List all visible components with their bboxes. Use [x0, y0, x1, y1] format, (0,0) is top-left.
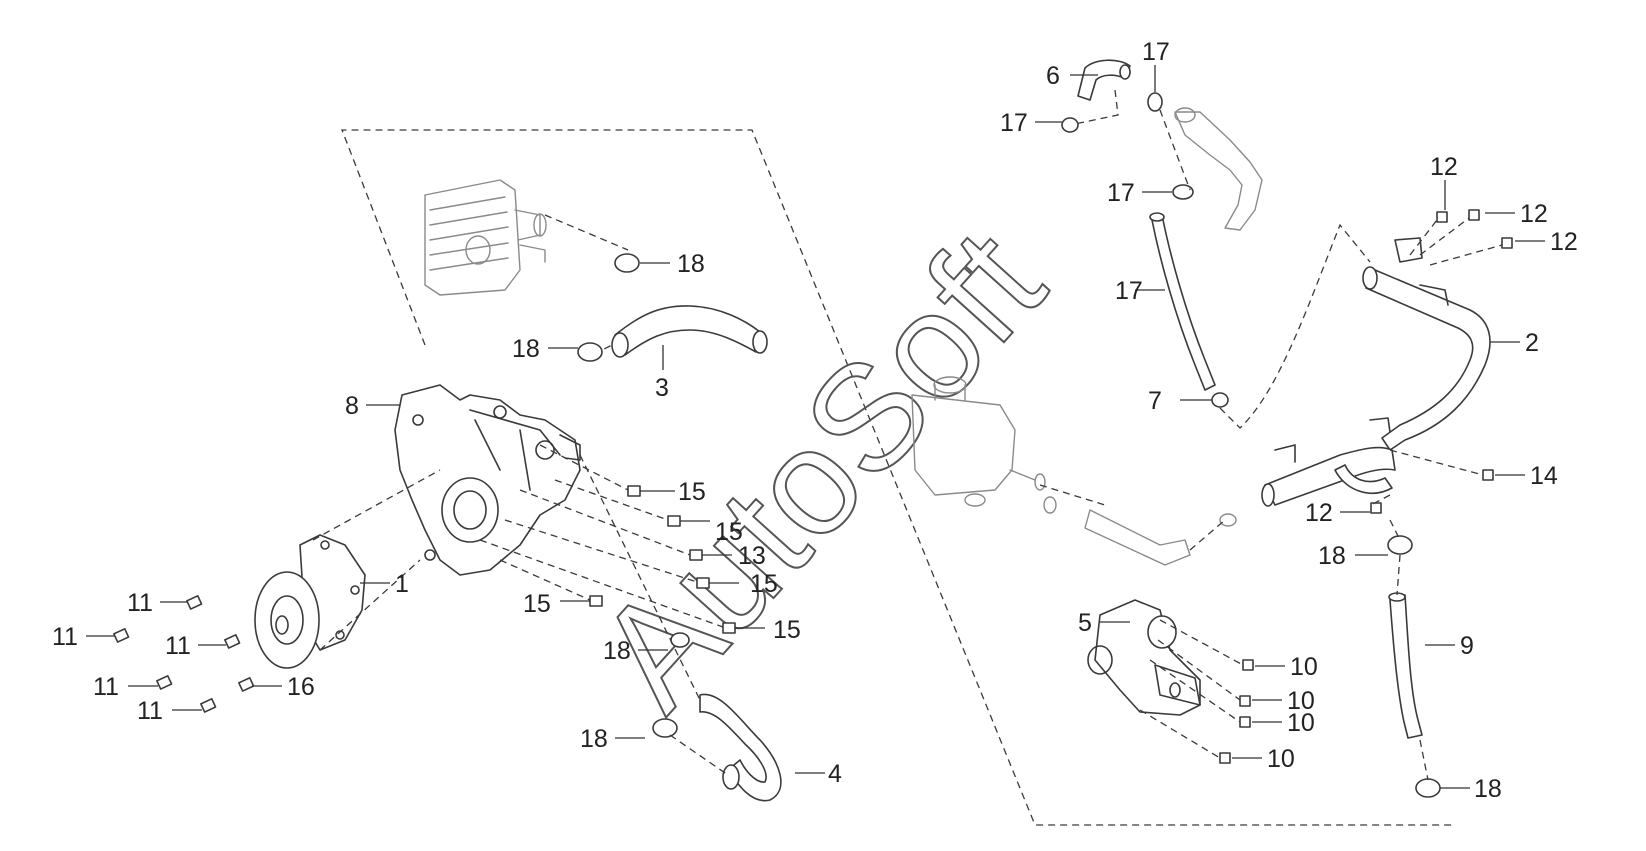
callout-18f: 18 [1474, 775, 1502, 803]
callout-12a: 12 [1430, 153, 1458, 181]
callout-12d: 12 [1305, 499, 1333, 527]
svg-text:AutoSoft: AutoSoft [565, 199, 1075, 739]
callout-18e: 18 [1318, 542, 1346, 570]
hose-4 [699, 693, 782, 802]
water-pump [254, 534, 366, 669]
callout-8: 8 [345, 392, 359, 420]
callout-15a: 15 [678, 478, 706, 506]
callout-15c: 15 [750, 570, 778, 598]
callout-11b: 11 [52, 623, 78, 651]
callouts: 8 1 3 4 18 18 18 18 18 18 15 15 15 15 15… [52, 38, 1578, 803]
clamps-18 [577, 253, 1441, 798]
hose-7 [1149, 212, 1216, 391]
bolts-11 [113, 595, 255, 713]
upper-pipe [1174, 107, 1263, 231]
bolt-16 [238, 677, 255, 692]
reservoir-hose [1043, 496, 1237, 566]
callout-18c: 18 [603, 637, 631, 665]
callout-5: 5 [1078, 609, 1092, 637]
callout-15b: 15 [715, 518, 743, 546]
water-pump-housing [394, 384, 581, 576]
pipe-2 [1362, 237, 1491, 451]
callout-7: 17 [1115, 277, 1143, 305]
callout-1: 1 [395, 570, 409, 598]
hose-6 [1077, 59, 1131, 101]
callout-12c: 12 [1550, 228, 1578, 256]
pipe-junction [1261, 417, 1396, 507]
hose-3 [611, 305, 768, 358]
callout-10d: 10 [1267, 745, 1295, 773]
callout-11d: 11 [93, 673, 119, 701]
callout-14: 14 [1530, 462, 1558, 490]
callout-6: 6 [1046, 62, 1060, 90]
callout-13: 13 [738, 542, 766, 570]
callout-12b: 12 [1520, 200, 1548, 228]
callout-18d: 18 [580, 725, 608, 753]
callout-10b: 10 [1287, 687, 1315, 715]
bolts-12-14 [1370, 209, 1513, 514]
callout-15e: 15 [773, 616, 801, 644]
callout-2: 2 [1525, 329, 1539, 357]
callout-9: 9 [1460, 632, 1474, 660]
callout-17b: 17 [1000, 109, 1028, 137]
callout-10a: 10 [1290, 653, 1318, 681]
callout-11e: 11 [137, 697, 163, 725]
hose-9 [1388, 592, 1423, 739]
clamps-17 [1061, 92, 1229, 408]
callout-3: 3 [655, 374, 669, 402]
bolts-10 [1219, 659, 1254, 764]
callout-11c: 11 [165, 632, 191, 660]
leader-lines [86, 65, 1545, 789]
callout-17d: 7 [1148, 387, 1162, 415]
callout-11a: 11 [127, 589, 153, 617]
callout-16: 16 [287, 673, 315, 701]
callout-17c: 17 [1107, 179, 1135, 207]
callout-10c: 10 [1287, 709, 1315, 737]
watermark: AutoSoft [564, 198, 1076, 740]
assembly-boundary [341, 129, 1455, 826]
oil-cooler [424, 179, 547, 296]
callout-17a: 17 [1142, 38, 1170, 66]
callout-15d: 15 [523, 590, 551, 618]
coolant-reservoir [911, 376, 1046, 507]
thermostat-housing [1087, 599, 1201, 716]
callout-18a: 18 [677, 250, 705, 278]
callout-18b: 18 [512, 335, 540, 363]
callout-4: 4 [828, 760, 842, 788]
